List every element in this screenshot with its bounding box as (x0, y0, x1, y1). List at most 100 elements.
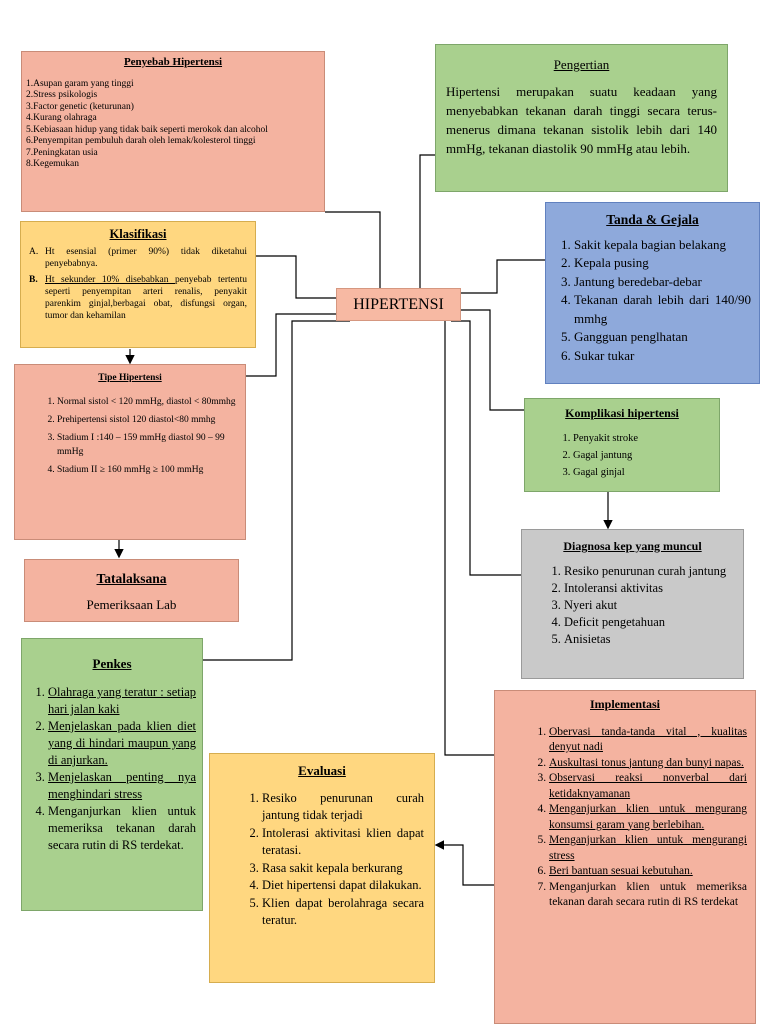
diagnosa-item: Deficit pengetahuan (564, 614, 735, 631)
pengertian-box: Pengertian Hipertensi merupakan suatu ke… (435, 44, 728, 192)
klasifikasi-item-b-rest: penyebab tertentu seperti penyempitan ar… (45, 275, 247, 321)
implementasi-item-text: Obervasi tanda-tanda vital , kualitas de… (549, 725, 747, 754)
tanda-item: Jantung beredebar-debar (574, 273, 751, 292)
tanda-item-text: Kepala pusing (574, 255, 649, 270)
tanda-box: Tanda & Gejala Sakit kepala bagian belak… (545, 202, 760, 384)
klasifikasi-marker-b: B. (29, 275, 38, 285)
implementasi-item: Observasi reaksi nonverbal dari ketidakn… (549, 771, 747, 802)
penkes-item: Olahraga yang teratur : setiap hari jala… (48, 684, 196, 718)
penkes-list: Olahraga yang teratur : setiap hari jala… (28, 684, 196, 854)
diagnosa-box: Diagnosa kep yang muncul Resiko penuruna… (521, 529, 744, 679)
tipe-item-text: Stadium II ≥ 160 mmHg ≥ 100 mmHg (57, 465, 204, 475)
diagnosa-item-text: Deficit pengetahuan (564, 615, 665, 629)
komplikasi-item-text: Penyakit stroke (573, 433, 639, 444)
tipe-item: Stadium I :140 – 159 mmHg diastol 90 – 9… (57, 431, 237, 459)
line-penyebab (325, 211, 381, 290)
tipe-box: Tipe Hipertensi Normal sistol < 120 mmHg… (14, 364, 246, 540)
penyebab-item: 3.Factor genetic (keturunan) (26, 101, 134, 112)
line-klasifikasi (256, 255, 336, 299)
tanda-item: Tekanan darah lebih dari 140/90 mmhg (574, 291, 751, 328)
penyebab-item: 8.Kegemukan (26, 159, 80, 169)
tanda-item-text: Sukar tukar (574, 347, 635, 363)
penkes-item-text: Menjelaskan pada klien diet yang di hind… (48, 719, 196, 767)
klasifikasi-item-b-underlined: Ht sekunder 10% disebabkan (45, 275, 176, 285)
evaluasi-title: Evaluasi (298, 763, 346, 778)
diagnosa-item: Resiko penurunan curah jantung (564, 563, 735, 580)
tanda-title: Tanda & Gejala (606, 212, 699, 227)
hipertensi-center-box: HIPERTENSI (336, 288, 461, 321)
penyebab-title: Penyebab Hipertensi (123, 56, 223, 68)
tanda-item: Kepala pusing (574, 254, 751, 273)
evaluasi-item: Resiko penurunan curah jantung tidak ter… (262, 790, 424, 825)
penkes-item-text: Menganjurkan klien untuk memeriksa tekan… (48, 804, 196, 852)
implementasi-list: Obervasi tanda-tanda vital , kualitas de… (503, 725, 747, 911)
line-komplikasi (461, 309, 524, 411)
tatalaksana-title: Tatalaksana (96, 571, 167, 586)
implementasi-title: Implementasi (590, 697, 660, 711)
implementasi-item: Beri bantuan sesuai kebutuhan. (549, 864, 747, 880)
penkes-item-text: Olahraga yang teratur : setiap hari jala… (48, 685, 196, 716)
tanda-item-text: Sakit kepala bagian belakang (574, 236, 726, 252)
tipe-item-text: Normal sistol < 120 mmHg, diastol < 80mm… (57, 397, 236, 407)
implementasi-item: Menganjurkan klien untuk mengurangi stre… (549, 833, 747, 864)
evaluasi-item-text: Rasa sakit kepala berkurang (262, 860, 403, 875)
diagnosa-title: Diagnosa kep yang muncul (563, 539, 702, 553)
diagnosa-item: Nyeri akut (564, 597, 735, 614)
penyebab-item: 1.Asupan garam yang tinggi (26, 78, 134, 89)
tipe-item-text: Prehipertensi sistol 120 diastol<80 mmhg (57, 415, 216, 425)
diagnosa-item-text: Resiko penurunan curah jantung (564, 564, 727, 578)
implementasi-item: Menganjurkan klien untuk mengurang konsu… (549, 802, 747, 833)
implementasi-box: Implementasi Obervasi tanda-tanda vital … (494, 690, 756, 1024)
penkes-item: Menganjurkan klien untuk memeriksa tekan… (48, 803, 196, 854)
tanda-item: Sakit kepala bagian belakang (574, 236, 751, 255)
line-pengertian (419, 154, 435, 290)
tipe-list: Normal sistol < 120 mmHg, diastol < 80mm… (23, 395, 237, 477)
klasifikasi-title: Klasifikasi (109, 227, 167, 241)
evaluasi-item: Diet hipertensi dapat dilakukan. (262, 877, 424, 895)
tanda-item-text: Gangguan penglhatan (574, 329, 688, 344)
penkes-item: Menjelaskan pada klien diet yang di hind… (48, 718, 196, 769)
penkes-title: Penkes (92, 656, 132, 671)
implementasi-item-text: Menganjurkan klien untuk mengurang konsu… (549, 803, 747, 831)
evaluasi-box: Evaluasi Resiko penurunan curah jantung … (209, 753, 435, 983)
tipe-item-text: Stadium I :140 – 159 mmHg diastol 90 – 9… (57, 433, 225, 457)
komplikasi-title: Komplikasi hipertensi (565, 406, 679, 420)
diagnosa-item-text: Nyeri akut (564, 598, 618, 612)
evaluasi-item: Klien dapat berolahraga secara teratur. (262, 895, 424, 930)
komplikasi-item: Gagal jantung (573, 447, 711, 464)
line-tanda (461, 259, 545, 294)
pengertian-title: Pengertian (553, 57, 610, 72)
komplikasi-item-text: Gagal ginjal (573, 467, 625, 478)
line-diagnosa (451, 320, 521, 576)
evaluasi-list: Resiko penurunan curah jantung tidak ter… (220, 790, 424, 930)
diagnosa-list: Resiko penurunan curah jantungIntolerans… (530, 563, 735, 648)
evaluasi-item-text: Resiko penurunan curah jantung tidak ter… (262, 790, 424, 823)
tanda-item-text: Jantung beredebar-debar (574, 273, 702, 289)
komplikasi-item: Gagal ginjal (573, 464, 711, 481)
penyebab-item: 2.Stress psikologis (26, 90, 98, 100)
tipe-title: Tipe Hipertensi (98, 373, 162, 383)
evaluasi-item: Intolerasi aktivitasi klien dapat terata… (262, 825, 424, 860)
komplikasi-box: Komplikasi hipertensi Penyakit strokeGag… (524, 398, 720, 492)
penyebab-item: 5.Kebiasaan hidup yang tidak baik sepert… (26, 124, 268, 135)
implementasi-item: Auskultasi tonus jantung dan bunyi napas… (549, 756, 747, 772)
tipe-item: Stadium II ≥ 160 mmHg ≥ 100 mmHg (57, 463, 237, 477)
komplikasi-item-text: Gagal jantung (573, 450, 633, 461)
implementasi-item-text: Beri bantuan sesuai kebutuhan. (549, 865, 693, 877)
penyebab-item: 6.Penyempitan pembuluh darah oleh lemak/… (26, 136, 256, 146)
diagnosa-item-text: Intoleransi aktivitas (564, 581, 663, 595)
komplikasi-item: Penyakit stroke (573, 430, 711, 447)
tatalaksana-box: Tatalaksana Pemeriksaan Lab (24, 559, 239, 622)
evaluasi-item-text: Intolerasi aktivitasi klien dapat terata… (262, 825, 424, 858)
klasifikasi-item-a: Ht esensial (primer 90%) tidak diketahui… (45, 247, 247, 269)
penyebab-item: 4.Kurang olahraga (26, 113, 97, 123)
evaluasi-item-text: Klien dapat berolahraga secara teratur. (262, 895, 424, 928)
implementasi-item-text: Observasi reaksi nonverbal dari ketidakn… (549, 772, 747, 800)
penyebab-item: 7.Peningkatan usia (26, 147, 98, 158)
penkes-item: Menjelaskan penting nya menghindari stre… (48, 769, 196, 803)
tanda-item: Gangguan penglhatan (574, 328, 751, 347)
tanda-list: Sakit kepala bagian belakangKepala pusin… (554, 236, 751, 366)
klasifikasi-box: Klasifikasi A. Ht esensial (primer 90%) … (20, 221, 256, 348)
diagnosa-item: Intoleransi aktivitas (564, 580, 735, 597)
